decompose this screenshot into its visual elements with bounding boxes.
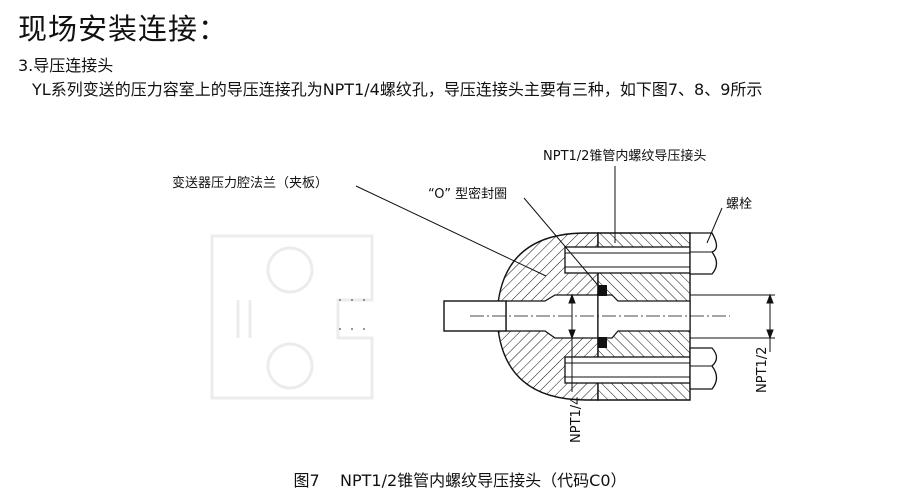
leader-lines <box>355 166 723 291</box>
o-ring-upper <box>598 285 607 296</box>
flange-label: 变送器压力腔法兰（夹板） <box>172 175 328 191</box>
intro-text: YL系列变送的压力容室上的导压连接孔为NPT1/4螺纹孔，导压连接头主要有三种，… <box>32 80 763 99</box>
upper-bolt <box>564 232 718 275</box>
flange-bore <box>505 294 599 339</box>
figure-caption: 图7 NPT1/2锥管内螺纹导压接头（代码C0） <box>293 471 627 490</box>
connector-bore <box>597 294 691 339</box>
npt-half-dimension <box>690 293 775 352</box>
o-ring-lower <box>598 337 607 348</box>
background-housing-outline <box>210 234 374 400</box>
background-dots <box>339 299 365 330</box>
o-ring-label: “O” 型密封圈 <box>428 186 507 202</box>
lower-bolt <box>564 347 718 390</box>
bolt-label: 螺栓 <box>726 197 752 212</box>
npt-quarter-dimension <box>568 293 576 392</box>
npt-quarter-label: NPT1/4 <box>569 397 584 443</box>
page-title: 现场安装连接： <box>18 12 229 46</box>
section-title: 3.导压连接头 <box>18 56 114 75</box>
connector-label: NPT1/2锥管内螺纹导压接头 <box>543 148 706 164</box>
npt-half-label: NPT1/2 <box>755 347 770 393</box>
